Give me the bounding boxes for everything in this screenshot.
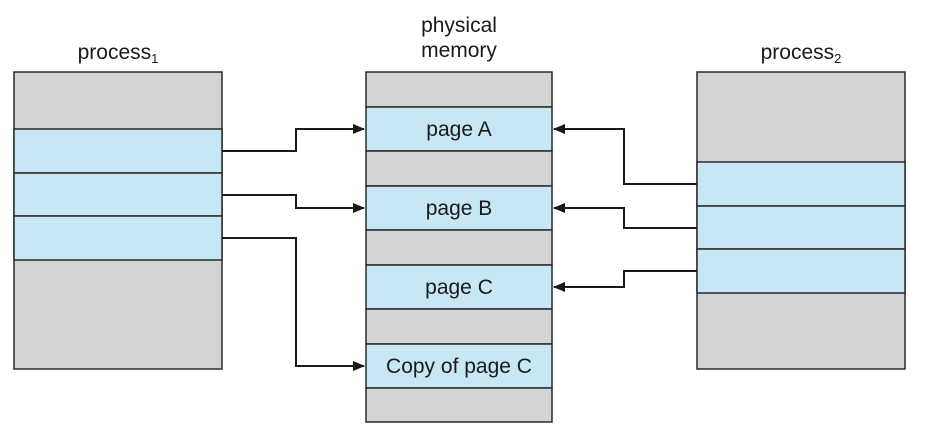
process1-page-row [13, 215, 223, 261]
process2-column [696, 71, 906, 370]
arrow-p1-to-copy-of-page-c [222, 237, 365, 371]
process1-label: process1 [77, 41, 159, 66]
physical-memory-label: physical memory [421, 14, 497, 62]
process1-page-row [13, 128, 223, 174]
arrow-p1-to-page-a [222, 124, 365, 152]
memory-frame-empty [365, 229, 553, 266]
copy-of-page-c-label: Copy of page C [386, 355, 532, 378]
process1-column [13, 71, 223, 370]
memory-frame-empty [365, 71, 553, 108]
arrow-p2-to-page-c [553, 270, 697, 292]
process2-page-row [696, 205, 906, 250]
arrow-p2-to-page-a [553, 124, 697, 185]
arrow-p1-to-page-b [222, 194, 365, 213]
process2-page-row [696, 161, 906, 207]
memory-frame-page-a [365, 106, 553, 152]
page-b-label: page B [426, 197, 493, 220]
arrow-p2-to-page-b [553, 203, 697, 229]
process2-label: process2 [760, 41, 842, 66]
memory-frame-empty [365, 308, 553, 345]
process2-page-row [696, 248, 906, 294]
physical-memory-column: page A page B page C Copy of page C [365, 71, 553, 423]
process1-page-row [13, 172, 223, 217]
memory-frame-empty [365, 387, 553, 423]
memory-frame-empty [365, 150, 553, 187]
process1-mappings [222, 124, 365, 371]
page-c-label: page C [425, 276, 493, 299]
process2-mappings [553, 124, 697, 292]
page-a-label: page A [426, 118, 491, 141]
